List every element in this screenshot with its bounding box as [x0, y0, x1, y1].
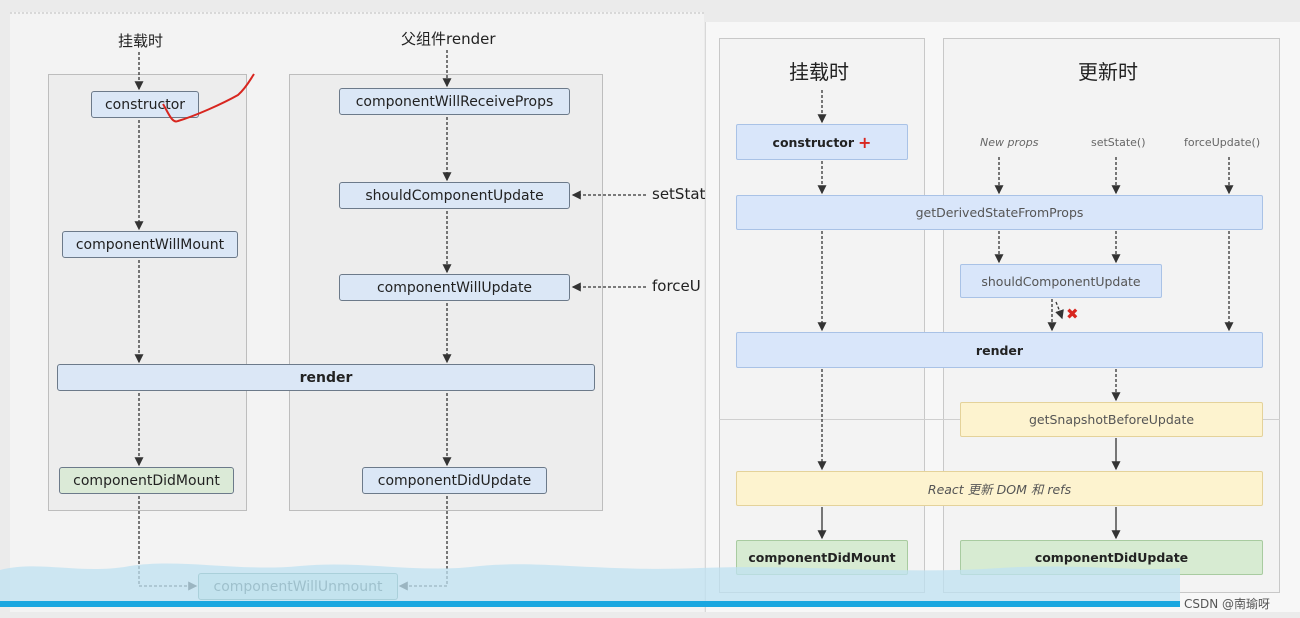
old-parent-render-header: 父组件render: [401, 30, 496, 48]
water-decoration: [0, 563, 1180, 604]
new-update-header: 更新时: [1078, 60, 1138, 84]
trigger-setstate: setState(): [1091, 136, 1146, 149]
constructor-red-plus: +: [858, 132, 872, 152]
trigger-new-props: New props: [980, 136, 1039, 149]
setstate-side-label: setStat: [652, 185, 706, 203]
old-mount-header: 挂载时: [118, 32, 164, 50]
red-scribble-annotation: [162, 73, 255, 123]
new-render-node: render: [736, 332, 1263, 368]
new-constructor-node: constructor +: [736, 124, 908, 160]
old-willmount-node: componentWillMount: [62, 231, 238, 258]
cancel-x-icon: ✖: [1066, 305, 1079, 323]
new-constructor-label: constructor: [772, 134, 855, 150]
arrow-r-should-false: [1055, 301, 1064, 320]
new-getderived-node: getDerivedStateFromProps: [736, 195, 1263, 230]
old-willreceiveprops-node: componentWillReceiveProps: [339, 88, 570, 115]
old-constructor-node: constructor: [91, 91, 199, 118]
old-mount-column: [48, 74, 247, 511]
trigger-forceupdate: forceUpdate(): [1184, 136, 1261, 149]
new-react-update-node: React 更新 DOM 和 refs: [736, 471, 1263, 506]
forceupdate-side-label: forceU: [652, 277, 701, 295]
new-mount-header: 挂载时: [789, 60, 849, 84]
old-didupdate-node: componentDidUpdate: [362, 467, 547, 494]
old-shouldupdate-node: shouldComponentUpdate: [339, 182, 570, 209]
old-render-node: render: [57, 364, 595, 391]
old-didmount-node: componentDidMount: [59, 467, 234, 494]
new-snapshot-node: getSnapshotBeforeUpdate: [960, 402, 1263, 437]
csdn-watermark: CSDN @南瑜呀: [1184, 597, 1271, 611]
old-willupdate-node: componentWillUpdate: [339, 274, 570, 301]
new-shouldupdate-node: shouldComponentUpdate: [960, 264, 1162, 298]
video-progress-bar: [0, 601, 1180, 607]
